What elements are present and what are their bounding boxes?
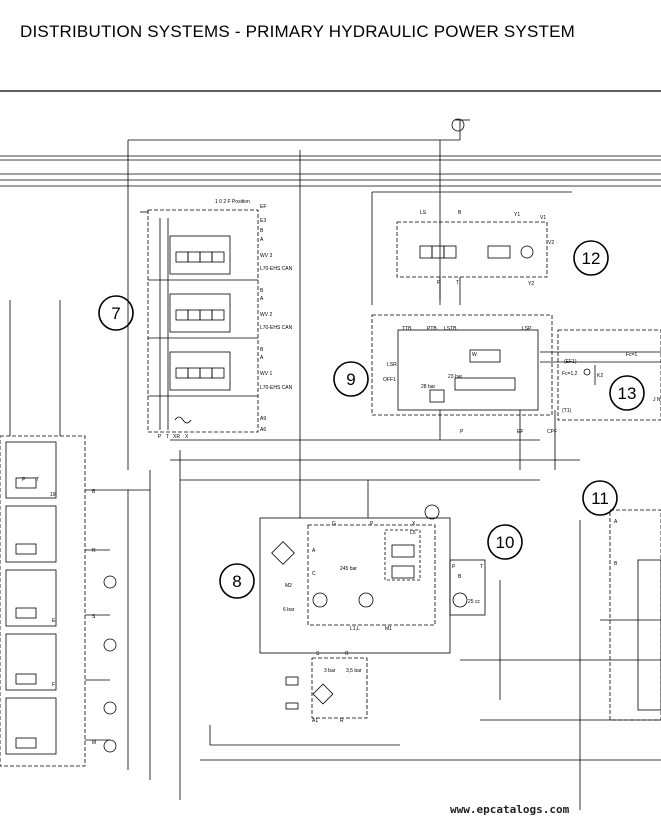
left-label: T bbox=[36, 477, 39, 483]
block9-label: OFF1 bbox=[383, 377, 396, 383]
callout-11-label: 11 bbox=[591, 489, 609, 508]
block9-label: W bbox=[472, 352, 477, 358]
port-label: A9 bbox=[260, 416, 266, 422]
block9-label: 23 bar bbox=[448, 374, 463, 380]
left-label: M bbox=[92, 740, 96, 746]
filter-label: A1 bbox=[312, 718, 318, 724]
callout-11 bbox=[582, 480, 618, 516]
port-label: T bbox=[166, 434, 169, 440]
block13-label: (T1) bbox=[562, 408, 572, 414]
left-label: 19 bbox=[50, 492, 56, 498]
callout-12 bbox=[573, 240, 609, 276]
block12-label: LS bbox=[420, 210, 427, 216]
callout-13-label: 13 bbox=[618, 384, 637, 403]
callout-7-label: 7 bbox=[111, 304, 120, 323]
pump-label: C bbox=[312, 571, 316, 577]
filter-label: R bbox=[345, 651, 349, 657]
pump-label: X bbox=[412, 521, 416, 527]
left-label: P bbox=[22, 477, 26, 483]
filter-label: 3,5 bar bbox=[346, 668, 362, 674]
pump-label: M2 bbox=[285, 583, 292, 589]
callout-8 bbox=[219, 563, 255, 599]
port-label: B bbox=[260, 288, 264, 294]
block9-label: LSP bbox=[522, 326, 532, 332]
left-label: B bbox=[92, 489, 96, 495]
block9-label: PTB bbox=[427, 326, 437, 332]
callout-9-label: 9 bbox=[346, 370, 355, 389]
valve-can: L70-EHS CAN bbox=[260, 266, 293, 272]
pump-label: M1 bbox=[385, 626, 392, 632]
callout-13 bbox=[609, 375, 645, 411]
page-title: DISTRIBUTION SYSTEMS - PRIMARY HYDRAULIC… bbox=[20, 22, 575, 41]
valve-name: WV 3 bbox=[260, 253, 272, 259]
port-label: B bbox=[260, 347, 264, 353]
port-label: E3 bbox=[260, 218, 266, 224]
filter-label: R bbox=[340, 718, 344, 724]
block13-label: Fc=1,2 bbox=[562, 371, 578, 377]
pump-label: 245 bar bbox=[340, 566, 357, 572]
block13-label: J N bbox=[653, 397, 661, 403]
callout-10 bbox=[487, 524, 523, 560]
callout-9 bbox=[333, 361, 369, 397]
pump-label: G bbox=[332, 521, 336, 527]
valve-name: WV 2 bbox=[260, 312, 272, 318]
port-label: A6 bbox=[260, 427, 266, 433]
left-label: S bbox=[92, 614, 96, 620]
port-label: B bbox=[260, 228, 264, 234]
pump-label: 25 cc bbox=[468, 599, 480, 605]
port-label: X bbox=[185, 434, 189, 440]
pump-label: L1,L bbox=[350, 626, 360, 632]
block12-label: P bbox=[437, 280, 441, 286]
block9-label: EF bbox=[517, 429, 523, 435]
block12-label: B bbox=[458, 210, 462, 216]
callout-12-label: 12 bbox=[582, 249, 601, 268]
pump-label: B bbox=[458, 574, 462, 580]
block12-label: Y1 bbox=[514, 212, 520, 218]
pump-label: L5 bbox=[410, 530, 416, 536]
callout-10-label: 10 bbox=[496, 533, 515, 552]
pump-label: A bbox=[312, 548, 316, 554]
port-label: XR bbox=[173, 434, 180, 440]
valve-name: WV 1 bbox=[260, 371, 272, 377]
port-label: EF bbox=[260, 204, 266, 210]
port-label: A bbox=[260, 355, 264, 361]
pump-label: P bbox=[452, 564, 456, 570]
port-label: P bbox=[158, 434, 162, 440]
block9-label: LSR bbox=[387, 362, 397, 368]
valve-can: L70-EHS CAN bbox=[260, 325, 293, 331]
valve-can: L70-EHS CAN bbox=[260, 385, 293, 391]
right-label: B bbox=[614, 561, 618, 567]
block12-label: Y2 bbox=[528, 281, 534, 287]
filter-label: S bbox=[316, 651, 320, 657]
block13-label: Fc=1 bbox=[626, 352, 637, 358]
pump-label: P bbox=[370, 521, 374, 527]
valve-position-header: 1 0 2 F Position bbox=[215, 199, 250, 205]
block9-label: P bbox=[460, 429, 464, 435]
filter-label: 3 bar bbox=[324, 668, 336, 674]
block13-label: K2 bbox=[597, 373, 603, 379]
block13-label: (EF1) bbox=[564, 359, 577, 365]
right-label: A bbox=[614, 519, 618, 525]
left-label: F bbox=[52, 682, 55, 688]
block12-label: T bbox=[456, 280, 459, 286]
block12-label: V1 bbox=[540, 215, 546, 221]
block9-label: LSTB bbox=[444, 326, 457, 332]
block9-label: TTB bbox=[402, 326, 412, 332]
pump-label: T bbox=[480, 564, 483, 570]
block12-label: V2 bbox=[548, 240, 554, 246]
left-label: R bbox=[92, 548, 96, 554]
port-label: A bbox=[260, 237, 264, 243]
left-label: E bbox=[52, 618, 56, 624]
block9-label: 28 bar bbox=[421, 384, 436, 390]
port-label: A bbox=[260, 296, 264, 302]
callout-7 bbox=[98, 295, 134, 331]
callout-8-label: 8 bbox=[232, 572, 241, 591]
pump-label: 6 bar bbox=[283, 607, 295, 613]
watermark: www.epcatalogs.com bbox=[450, 803, 570, 816]
block9-label: CPF bbox=[547, 429, 557, 435]
